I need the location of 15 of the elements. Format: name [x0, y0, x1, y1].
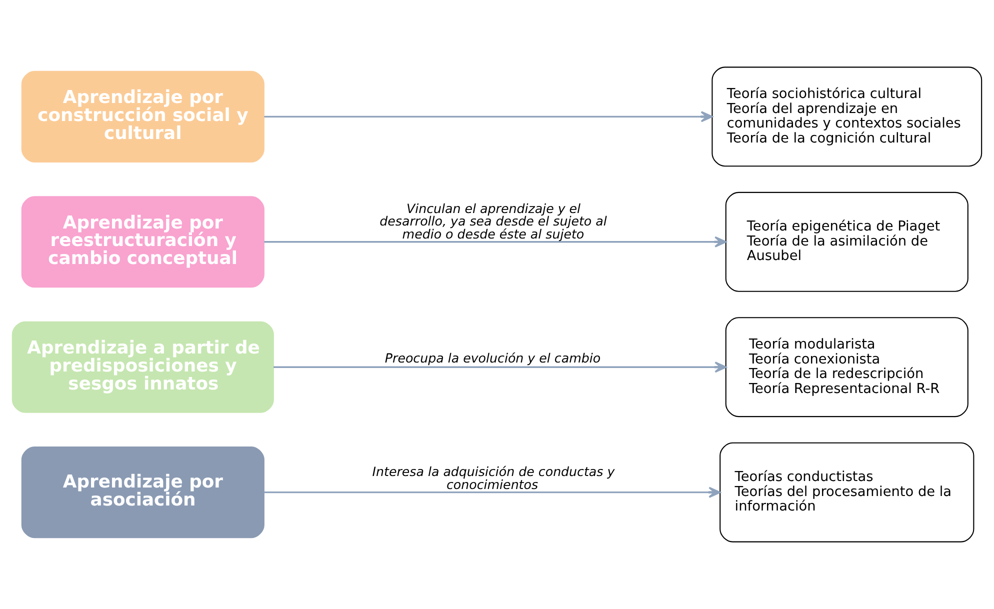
node-box: Aprendizaje por reestructuración y cambio conceptual	[21, 196, 264, 288]
node-box: Aprendizaje a partir de predisposiciones y sesgos innatos	[12, 321, 274, 413]
edge-label: Preocupa la evolución y el cambio	[384, 350, 601, 366]
arrow	[264, 111, 713, 122]
arrow	[264, 236, 727, 248]
edge-label: Vinculan el aprendizaje y el desarrollo, ya sea desde el sujeto al medio o desde éste al sujeto	[380, 201, 607, 242]
node-box: Aprendizaje por construcción social y cultural	[21, 70, 264, 162]
edge-label: Interesa la adquisición de conductas y conocimientos	[372, 464, 615, 492]
node-box: Aprendizaje por asociación	[21, 446, 264, 538]
arrow	[274, 362, 727, 373]
node-box: Teoría modularista Teoría conexionista Teoría de la redescripción Teoría Representacional R-R	[725, 317, 968, 418]
node-box: Teoría sociohistórica cultural Teoría del aprendizaje en comunidades y contextos sociales Teoría de la cognición cultural	[712, 66, 982, 167]
node-box: Teorías conductistas Teorías del procesamiento de la información	[720, 442, 974, 542]
arrow	[264, 486, 721, 498]
node-box: Teoría epigenética de Piaget Teoría de la asimilación de Ausubel	[725, 192, 968, 292]
